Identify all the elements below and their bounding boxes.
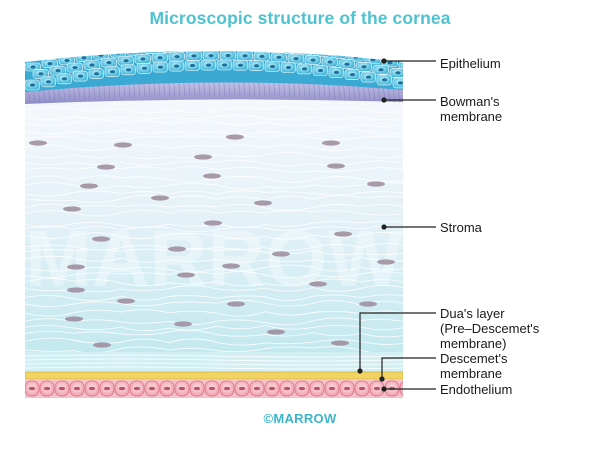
label-epithelium: Epithelium xyxy=(440,56,501,71)
label-stroma: Stroma xyxy=(440,220,482,235)
bowman-membrane-band xyxy=(25,80,403,104)
stroma-dot xyxy=(381,224,387,230)
keratocyte-cells xyxy=(29,134,395,348)
diagram-title: Microscopic structure of the cornea xyxy=(149,8,451,28)
descemet-leader xyxy=(381,357,436,379)
endothelial-cells xyxy=(25,380,403,397)
dua-dot xyxy=(357,368,363,374)
epithelium-dot xyxy=(381,58,387,64)
endothelium-dot xyxy=(381,386,387,392)
descemet-membrane-band xyxy=(25,371,403,380)
label-endothelium: Endothelium xyxy=(440,382,513,397)
watermark-text: MARROW xyxy=(25,214,403,303)
bowman-dot xyxy=(381,97,387,103)
descemet-dot xyxy=(379,376,385,382)
copyright-credit: ©MARROW xyxy=(263,411,337,426)
dua-leader xyxy=(359,312,436,371)
